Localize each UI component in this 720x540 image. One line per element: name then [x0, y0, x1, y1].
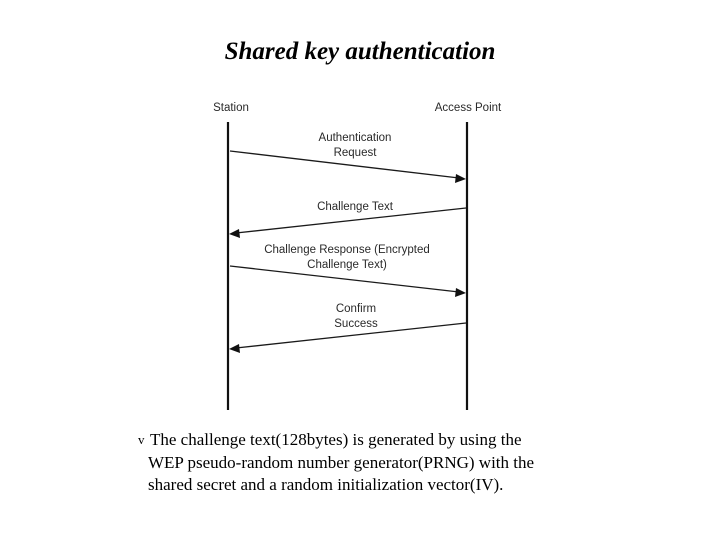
message-2-arrowhead — [229, 229, 240, 238]
message-4-label-line-2: Success — [334, 318, 378, 330]
message-4-arrow-line — [235, 322, 467, 349]
message-1-label-line-2: Request — [334, 147, 378, 159]
bullet-diamond-icon: v — [138, 432, 145, 447]
message-3-arrow-line — [229, 265, 460, 293]
message-1-arrow-line — [229, 150, 460, 179]
slide-title: Shared key authentication — [224, 38, 496, 65]
message-3-label-line-2: Challenge Text) — [307, 259, 387, 271]
note-line-1-text: The challenge text(128bytes) is generate… — [150, 430, 522, 449]
message-4-label-line-1: Confirm — [336, 303, 376, 315]
message-1-arrowhead — [455, 174, 466, 183]
message-3-arrowhead — [455, 288, 466, 297]
message-3-label-line-1: Challenge Response (Encrypted — [264, 244, 430, 256]
note-line-1: v The challenge text(128bytes) is generat… — [138, 429, 708, 452]
message-4-arrowhead — [229, 344, 240, 353]
message-2-label-line-1: Challenge Text — [317, 201, 394, 213]
message-1-label-line-1: Authentication — [319, 132, 392, 144]
lifeline-label-access-point: Access Point — [435, 102, 502, 114]
message-2-arrow-line — [235, 207, 467, 234]
lifeline-label-station: Station — [213, 102, 249, 114]
note-line-2: WEP pseudo-random number generator(PRNG)… — [148, 452, 535, 472]
explanatory-note: v The challenge text(128bytes) is generat… — [138, 429, 708, 497]
note-line-3: shared secret and a random initializatio… — [148, 475, 504, 494]
